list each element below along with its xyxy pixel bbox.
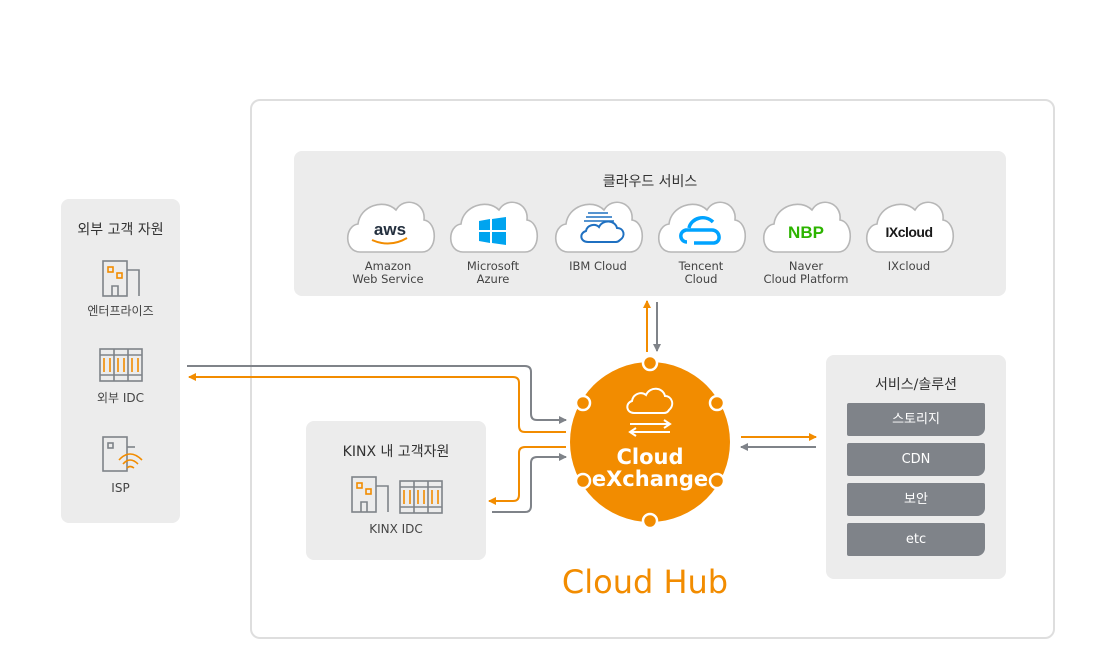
provider-label-tencent: Tencent Cloud [678, 259, 724, 286]
cloud-hub-label: Cloud Hub [561, 563, 729, 601]
kinx-idc-label: KINX IDC [369, 522, 423, 536]
kinx-datacenter-icon [399, 480, 443, 514]
solution-security-button[interactable]: 보안 [847, 483, 985, 516]
provider-label-ixcloud: IXcloud [887, 259, 931, 273]
kinx-resources-panel: KINX 내 고객자원 KINX IDC [306, 421, 486, 560]
provider-label-azure: Microsoft Azure [466, 259, 520, 286]
arrow-external-to-exchange [187, 365, 567, 424]
cloud-exchange-cloud-icon [626, 387, 674, 414]
aws-logo-text: aws [374, 220, 406, 239]
solution-etc-button[interactable]: etc [847, 523, 985, 556]
aws-logo: aws [371, 220, 408, 245]
enterprise-label: 엔터프라이즈 [87, 304, 154, 318]
arrow-exchange-to-external [188, 373, 566, 433]
external-idc-label: 외부 IDC [96, 391, 145, 405]
provider-cloud-naver [762, 201, 852, 253]
kinx-resources-title: KINX 내 고객자원 [342, 444, 450, 460]
provider-label-naver: Naver Cloud Platform [763, 259, 849, 286]
arrow-exchange-to-kinx [488, 446, 566, 505]
provider-clouds [346, 201, 955, 253]
tencent-cloud-icon [679, 216, 721, 245]
datacenter-icon [99, 348, 143, 382]
cloud-exchange-line1: Cloud [616, 445, 683, 469]
ixcloud-logo-text: IXcloud [885, 224, 932, 240]
cloud-hub-frame [250, 99, 1055, 639]
provider-label-aws: Amazon Web Service [352, 259, 424, 286]
provider-label-ibm: IBM Cloud [569, 259, 627, 273]
provider-cloud-ixcloud [865, 201, 955, 253]
cloud-services-title: 클라우드 서비스 [602, 174, 698, 190]
cloud-exchange-node [570, 354, 730, 530]
exchange-arrows-icon [628, 419, 672, 437]
ibm-cloud-icon [580, 212, 625, 243]
solution-storage-button[interactable]: 스토리지 [847, 403, 985, 436]
solutions-title: 서비스/솔루션 [875, 377, 957, 393]
building-wifi-icon [102, 436, 143, 472]
external-resources-title: 외부 고객 자원 [77, 222, 164, 238]
provider-cloud-aws [346, 201, 436, 253]
windows-icon [479, 217, 506, 245]
isp-label: ISP [111, 481, 130, 495]
naver-logo-text: NBP [788, 223, 824, 242]
external-resources-panel: 외부 고객 자원 엔터프라이즈 외부 IDC ISP [61, 199, 180, 523]
building-icon [102, 260, 140, 297]
arrow-kinx-to-exchange [492, 453, 567, 513]
kinx-building-icon [351, 476, 389, 513]
cloud-exchange-line2: eXchange [592, 467, 708, 491]
solution-cdn-button[interactable]: CDN [847, 443, 985, 476]
